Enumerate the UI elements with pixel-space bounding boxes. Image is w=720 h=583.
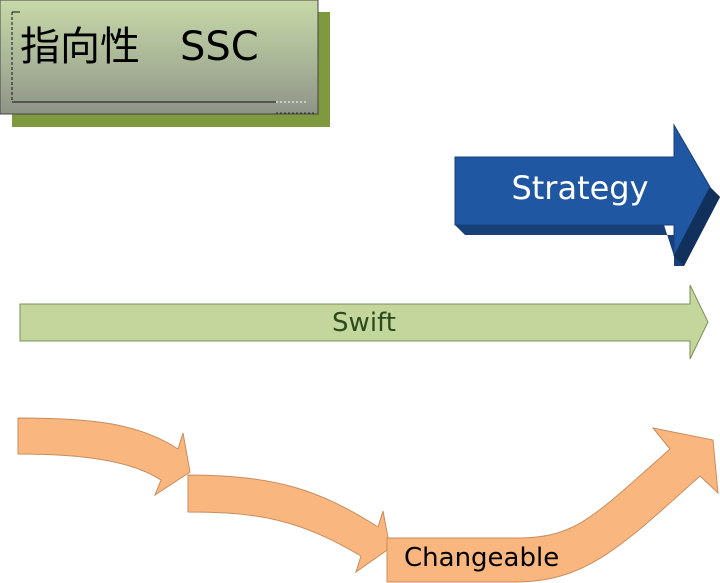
strategy-arrow-side [674,187,720,266]
title-box: 指向性 SSC [0,0,330,127]
changeable-arrow-1 [17,417,191,497]
title-box-face [0,0,319,115]
swift-arrow: Swift [19,284,709,360]
strategy-label: Strategy [511,169,648,207]
changeable-label: Changeable [404,543,559,573]
strategy-arrow: Strategy [454,123,720,266]
changeable-arrow-3 [386,427,719,583]
changeable-arrows: Changeable [17,417,719,583]
page-title: 指向性 SSC [20,24,259,70]
swift-arrow-shape [19,284,709,360]
changeable-arrow-2 [187,474,391,574]
swift-label: Swift [332,308,396,338]
strategy-arrow-depth [455,187,720,266]
